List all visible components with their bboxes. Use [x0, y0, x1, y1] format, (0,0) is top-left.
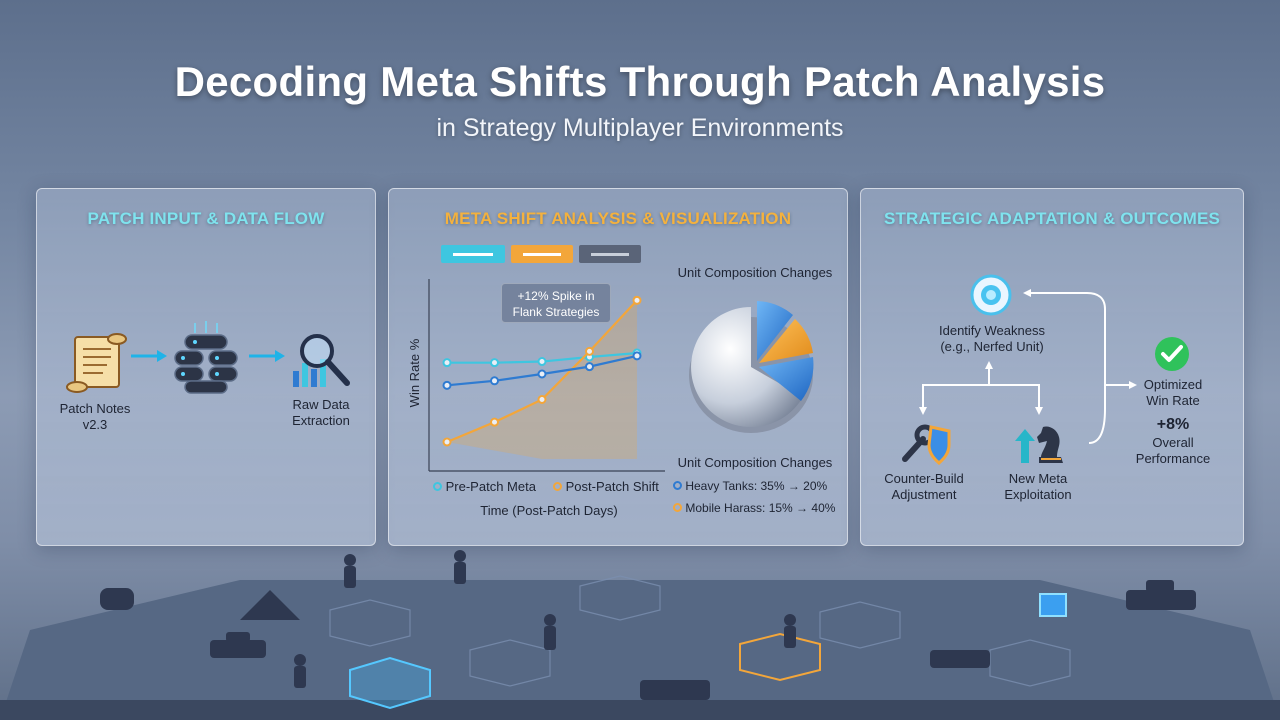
pie-slice-orange	[759, 319, 813, 363]
counter-build-line2: Adjustment	[891, 487, 957, 502]
spike-callout: +12% Spike in Flank Strategies	[501, 283, 611, 323]
glowing-cube	[1039, 593, 1067, 617]
change-heavy-tanks: Heavy Tanks: 35% → 20%	[673, 479, 827, 493]
change-marker-blue	[673, 481, 682, 490]
data-point	[537, 369, 547, 379]
data-point	[537, 395, 547, 404]
soldier-4	[784, 614, 796, 626]
optimized-line1: Optimized	[1143, 377, 1203, 392]
legend-post-patch: Post-Patch Shift	[553, 479, 659, 495]
page-title: Decoding Meta Shifts Through Patch Analy…	[174, 58, 1106, 105]
data-point	[490, 358, 499, 368]
data-point	[442, 358, 452, 368]
pie-slice-blue-top	[757, 301, 793, 361]
wrench-shield-icon	[902, 424, 951, 465]
board-edge	[0, 700, 1280, 720]
tank-left	[210, 640, 266, 658]
pie-title: Unit Composition Changes	[677, 265, 833, 280]
change-heavy-tanks-text: Heavy Tanks: 35% → 20%	[685, 479, 828, 493]
magnifier-chart-icon	[293, 334, 350, 387]
counter-build-line1: Counter-Build	[884, 471, 964, 486]
target-icon	[970, 274, 1012, 316]
overall-performance-label: Overall Performance	[1125, 435, 1221, 467]
patch-input-panel-title: PATCH INPUT & DATA FLOW	[87, 209, 325, 228]
soldier-2	[454, 550, 466, 562]
rock-formation	[240, 590, 300, 620]
glowing-hex	[349, 656, 431, 710]
legend-post-patch-label: Post-Patch Shift	[565, 479, 659, 494]
tank-bottom	[640, 680, 710, 700]
data-point	[632, 295, 642, 305]
legend-chip-cyan	[441, 245, 505, 263]
callout-line1: +12% Spike in	[517, 289, 595, 303]
patch-notes-label-line1: Patch Notes	[59, 401, 131, 416]
optimized-line2: Win Rate	[1146, 393, 1200, 408]
change-marker-orange	[673, 503, 682, 512]
arrow-right-icon	[247, 349, 287, 363]
pie-slice-blue-bottom	[759, 357, 814, 401]
legend-chip-orange	[511, 245, 573, 263]
legend-marker-orange	[553, 482, 562, 491]
change-mobile-harass: Mobile Harass: 15% → 40%	[673, 501, 835, 515]
gain-value: +8%	[1156, 416, 1190, 433]
change-mobile-harass-text: Mobile Harass: 15% → 40%	[685, 501, 836, 515]
tank-right	[1126, 590, 1196, 610]
data-point	[442, 380, 452, 390]
raw-data-label-line1: Raw Data	[292, 397, 350, 412]
database-icon	[174, 321, 238, 394]
battlefield-scene	[0, 550, 1280, 720]
legend-pre-patch-label: Pre-Patch Meta	[445, 479, 536, 494]
arrow-chess-knight-icon	[1015, 426, 1063, 463]
patch-notes-label: Patch Notes v2.3	[45, 401, 145, 433]
new-meta-label: New Meta Exploitation	[985, 471, 1091, 503]
check-circle-icon	[1155, 337, 1189, 371]
win-rate-line-chart	[428, 279, 665, 472]
patch-input-panel: PATCH INPUT & DATA FLOW Pa	[36, 188, 376, 546]
meta-shift-panel: META SHIFT ANALYSIS & VISUALIZATION Win …	[388, 188, 848, 546]
meta-shift-panel-title: META SHIFT ANALYSIS & VISUALIZATION	[444, 209, 792, 228]
page-subtitle: in Strategy Multiplayer Environments	[436, 114, 844, 142]
orange-hex	[739, 632, 821, 682]
changes-title: Unit Composition Changes	[677, 455, 833, 470]
patch-notes-version: v2.3	[82, 417, 108, 432]
overall-line2: Performance	[1135, 451, 1211, 466]
new-meta-line2: Exploitation	[1004, 487, 1072, 502]
raw-data-label: Raw Data Extraction	[271, 397, 371, 429]
unit-composition-pie	[689, 301, 814, 433]
data-point	[585, 346, 594, 356]
outcomes-panel-title: STRATEGIC ADAPTATION & OUTCOMES	[883, 209, 1221, 228]
x-axis-label: Time (Post-Patch Days)	[480, 503, 618, 518]
legend-chip-gray	[579, 245, 641, 263]
outcomes-panel: STRATEGIC ADAPTATION & OUTCOMES Identify…	[860, 188, 1244, 546]
identify-weakness-label: Identify Weakness (e.g., Nerfed Unit)	[919, 323, 1065, 355]
y-axis-label: Win Rate %	[407, 338, 422, 408]
barrel	[100, 588, 134, 610]
pie-slice-gray	[691, 307, 803, 427]
soldier-5	[294, 654, 306, 666]
identify-weakness-line1: Identify Weakness	[939, 323, 1045, 338]
soldier-3	[544, 614, 556, 626]
counter-build-label: Counter-Build Adjustment	[871, 471, 977, 503]
arrow-right-icon	[129, 349, 169, 363]
optimized-win-rate-label: Optimized Win Rate	[1125, 377, 1221, 409]
data-point	[490, 376, 499, 386]
legend-marker-cyan	[433, 482, 442, 491]
legend-pre-patch: Pre-Patch Meta	[433, 479, 536, 495]
overall-line1: Overall	[1152, 435, 1194, 450]
post-patch-area	[447, 300, 637, 459]
data-point	[632, 351, 642, 361]
board-surface	[0, 580, 1280, 720]
new-meta-line1: New Meta	[1008, 471, 1068, 486]
tank-mid-right	[930, 650, 990, 668]
data-point	[585, 362, 594, 372]
arrows-connector	[919, 289, 1137, 444]
scroll-icon	[66, 333, 127, 393]
callout-line2: Flank Strategies	[512, 305, 600, 319]
identify-weakness-line2: (e.g., Nerfed Unit)	[940, 339, 1044, 354]
soldier-1	[344, 554, 356, 566]
data-point	[442, 437, 452, 447]
data-point	[537, 357, 547, 367]
raw-data-label-line2: Extraction	[292, 413, 350, 428]
data-point	[490, 417, 499, 427]
